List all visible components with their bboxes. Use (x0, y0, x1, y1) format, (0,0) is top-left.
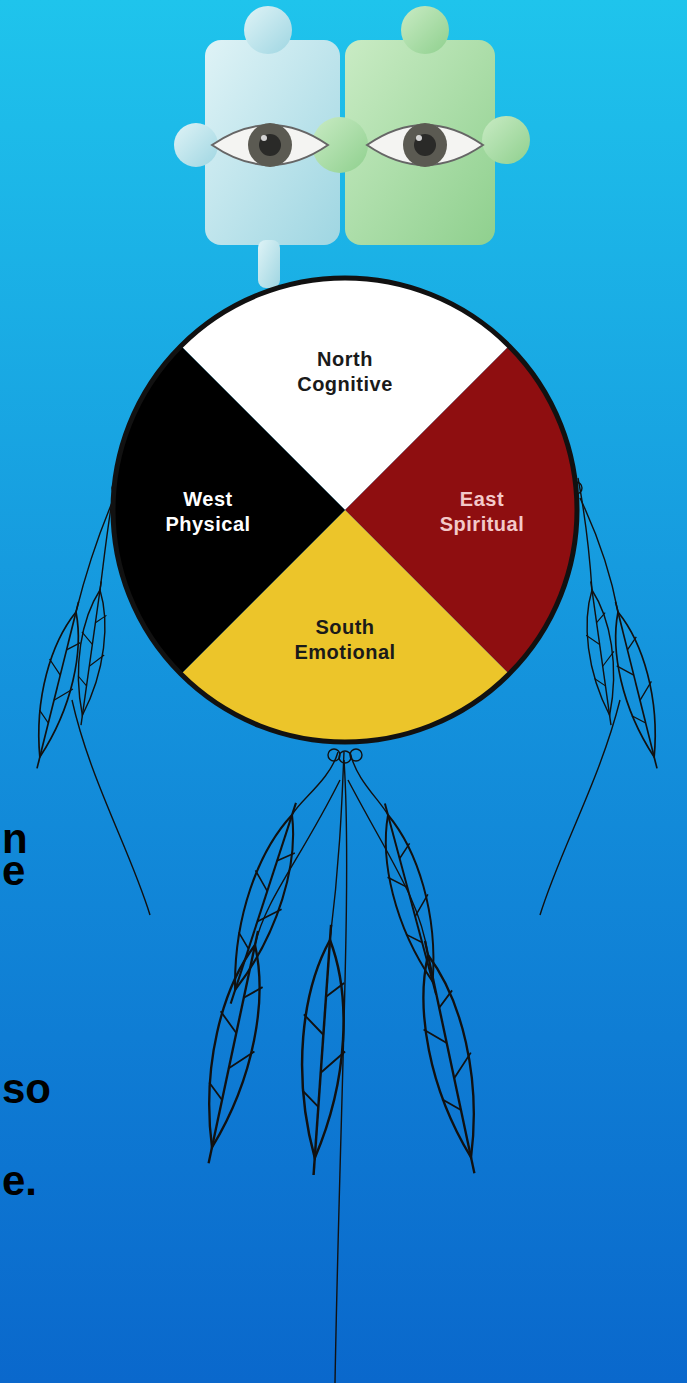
puzzle-piece-green (312, 6, 530, 245)
eye-symbol (212, 123, 328, 167)
text-fragment: so (2, 1068, 51, 1110)
aspect-label: Cognitive (297, 372, 393, 397)
aspect-label: Spiritual (440, 512, 525, 537)
direction-label: South (294, 615, 395, 640)
direction-label: West (165, 487, 250, 512)
puzzle-piece-blue (174, 6, 340, 288)
text-fragment: e (2, 850, 25, 892)
medicine-wheel (113, 278, 577, 742)
wheel-quadrant: EastSpiritual (436, 485, 529, 539)
direction-label: North (297, 347, 393, 372)
aspect-label: Emotional (294, 640, 395, 665)
wheel-quadrant: SouthEmotional (290, 613, 399, 667)
eye-symbol (367, 123, 483, 167)
direction-label: East (440, 487, 525, 512)
wheel-quadrant: WestPhysical (161, 485, 254, 539)
wheel-quadrant: NorthCognitive (293, 345, 397, 399)
text-fragment: e. (2, 1160, 37, 1202)
aspect-label: Physical (165, 512, 250, 537)
